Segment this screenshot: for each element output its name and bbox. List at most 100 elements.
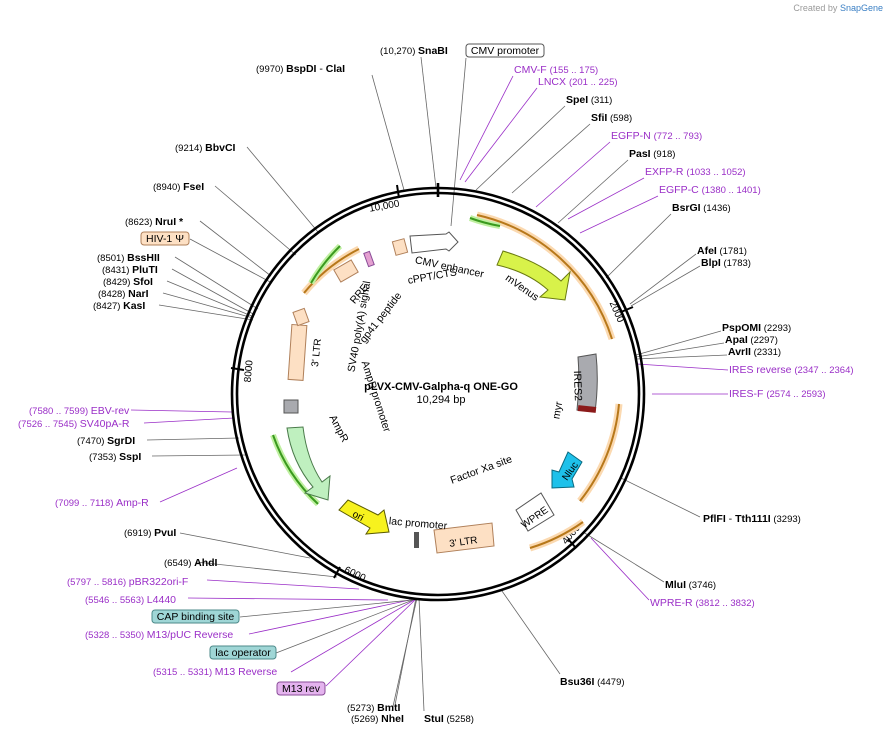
enzyme-leader xyxy=(511,123,591,194)
primer-label: (5546 .. 5563) L4440 xyxy=(85,594,176,606)
primer-leader xyxy=(248,599,411,635)
primer-leader xyxy=(567,177,645,220)
primer-leader xyxy=(187,597,389,601)
cmv-enhancer-arrow xyxy=(409,231,459,254)
enzyme-leader xyxy=(418,597,425,712)
wpre-box xyxy=(515,492,555,532)
ampr-promoter-box xyxy=(283,399,299,414)
label-lac-promoter: lac promoter xyxy=(388,515,448,532)
ori-arrow xyxy=(338,499,390,535)
feature-box-label: CMV promoter xyxy=(471,45,540,57)
box-leader xyxy=(275,599,414,654)
primer-label: IRES reverse (2347 .. 2364) xyxy=(729,364,854,376)
arc-wpre-line xyxy=(529,521,584,549)
enzyme-leader xyxy=(420,56,437,189)
enzyme-label: (10,270) SnaBI xyxy=(380,45,448,57)
enzyme-label: (7353) SspI xyxy=(89,451,141,463)
tick-10000 xyxy=(396,184,400,199)
lac-features-box xyxy=(414,532,419,548)
gp41-box xyxy=(363,250,375,268)
enzyme-leader xyxy=(394,597,417,706)
primer-label: (5797 .. 5816) pBR322ori-F xyxy=(67,576,188,588)
primer-label: (7526 .. 7545) SV40pA-R xyxy=(18,418,130,430)
ltr3-box xyxy=(433,522,495,554)
primer-label: CMV-F (155 .. 175) xyxy=(514,64,598,76)
enzyme-label: (8501) BssHII xyxy=(97,252,160,264)
hiv-small-box xyxy=(292,307,310,327)
enzyme-leader xyxy=(557,159,629,224)
ltr3-inner-box xyxy=(287,323,308,381)
label-ltr3-inner: 3' LTR xyxy=(310,338,324,367)
enzyme-leader xyxy=(162,292,254,319)
myr-box xyxy=(577,405,597,413)
enzyme-label: (7470) SgrDI xyxy=(77,435,135,447)
label-ampr: AmpR xyxy=(326,413,350,445)
primer-leader xyxy=(579,195,659,234)
label-ori: ori xyxy=(350,509,365,524)
enzyme-label: (6549) AhdI xyxy=(164,557,218,569)
primer-leader xyxy=(206,579,360,590)
label-factor-xa: Factor Xa site xyxy=(449,453,514,486)
arc-hiv-line xyxy=(303,248,360,294)
label-myr: myr xyxy=(550,400,565,420)
arc-ampr-line xyxy=(272,434,319,505)
primer-label: IRES-F (2574 .. 2593) xyxy=(729,388,826,400)
enzyme-leader xyxy=(195,561,338,578)
mvenus-arrow xyxy=(496,250,571,301)
enzyme-leader xyxy=(179,532,311,559)
enzyme-leader xyxy=(635,354,728,360)
arc-cmvf-line xyxy=(469,217,501,227)
ampr-arrow xyxy=(286,426,331,501)
feature-box xyxy=(276,681,326,696)
box-leader xyxy=(239,599,413,618)
enzyme-leader xyxy=(199,220,272,277)
tick-label-8000: 8000 xyxy=(243,359,256,383)
primer-leader xyxy=(535,141,611,208)
primer-leader xyxy=(130,409,233,413)
enzyme-label: (8427) KasI xyxy=(93,300,145,312)
enzyme-label: SfiI (598) xyxy=(591,112,632,124)
enzyme-leader xyxy=(635,330,722,356)
feature-box-label: HIV-1 Ψ xyxy=(146,233,184,245)
enzyme-label: (8940) FseI xyxy=(153,181,204,193)
enzyme-label: PflFI - Tth111I (3293) xyxy=(703,513,801,525)
enzyme-leader xyxy=(171,268,256,316)
credit-prefix: Created by xyxy=(793,3,838,13)
enzyme-leader xyxy=(166,280,255,318)
enzyme-leader xyxy=(620,477,701,518)
box-leader xyxy=(189,238,273,284)
primer-leader xyxy=(159,467,238,503)
primer-leader xyxy=(459,75,514,181)
primer-leader xyxy=(464,87,538,183)
enzyme-leader xyxy=(146,437,240,441)
enzyme-label: MluI (3746) xyxy=(665,579,716,591)
tick-8000 xyxy=(230,367,245,371)
enzyme-leader xyxy=(582,531,665,583)
primer-leader xyxy=(290,599,415,673)
enzyme-leader xyxy=(371,74,405,191)
feature-box xyxy=(465,43,545,58)
enzyme-label: (5269) NheI xyxy=(351,713,404,725)
primer-label: (7580 .. 7599) EBV-rev xyxy=(29,405,130,417)
enzyme-leader xyxy=(174,256,259,310)
enzyme-label: StuI (5258) xyxy=(424,713,474,725)
primer-label: (7099 .. 7118) Amp-R xyxy=(55,497,149,509)
box-leader xyxy=(450,57,467,227)
enzyme-label: (9214) BbvCI xyxy=(175,142,236,154)
cppt-box xyxy=(391,238,409,256)
enzyme-label: AvrII (2331) xyxy=(728,346,781,358)
enzyme-leader xyxy=(501,590,561,675)
enzyme-leader xyxy=(246,146,319,233)
feature-box xyxy=(151,609,240,624)
arc-ires-line xyxy=(579,403,620,502)
primer-label: WPRE-R (3812 .. 3832) xyxy=(650,597,755,609)
enzyme-label: SpeI (311) xyxy=(566,94,612,106)
enzyme-label: BsrGI (1436) xyxy=(672,202,731,214)
box-leader xyxy=(325,599,416,687)
label-ires2: IRES2 xyxy=(571,370,584,401)
enzyme-leader xyxy=(151,454,247,457)
enzyme-label: (8428) NarI xyxy=(98,288,149,300)
primer-leader xyxy=(143,417,235,424)
primer-label: EXFP-R (1033 .. 1052) xyxy=(645,166,746,178)
